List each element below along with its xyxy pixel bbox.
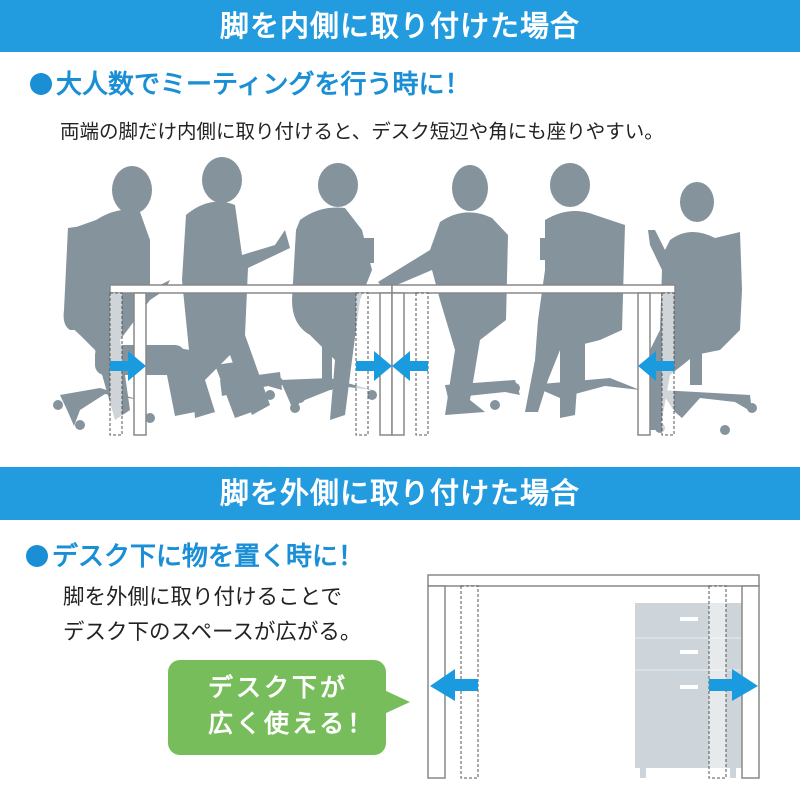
description-line: デスク下のスペースが広がる。 [63, 620, 362, 645]
meeting-illustration [0, 150, 800, 450]
arrow-right-icon [110, 351, 146, 381]
desk-cabinet-illustration [410, 560, 800, 800]
speech-bubble: デスク下が 広く使える！ [168, 660, 386, 755]
person-silhouette-icon [53, 166, 195, 430]
section-banner-inside: 脚を内側に取り付けた場合 [0, 0, 800, 52]
section-banner-outside: 脚を外側に取り付けた場合 [0, 467, 800, 520]
heading-meeting-text: 大人数でミーティングを行う時に！ [56, 70, 471, 100]
description-inside: 両端の脚だけ内側に取り付けると、デスク短辺や角にも座りやすい。 [60, 120, 664, 143]
bullet-dot-icon [30, 73, 52, 95]
arrow-left-icon [638, 351, 674, 381]
person-silhouette-icon [640, 182, 757, 435]
arrow-right-icon [356, 351, 392, 381]
heading-storage-text: デスク下に物を置く時に！ [52, 542, 365, 572]
arrow-right-icon [709, 669, 758, 701]
arrows [110, 351, 674, 381]
arrow-left-icon [392, 351, 428, 381]
desk-top [427, 574, 760, 587]
person-silhouette-icon [525, 163, 640, 418]
description-outside: 脚を外側に取り付けることで デスク下のスペースが広がる。 [63, 580, 361, 650]
bubble-line: 広く使える！ [208, 709, 376, 738]
description-line: 脚を外側に取り付けることで [63, 585, 342, 610]
bullet-dot-icon [26, 545, 48, 567]
speech-bubble-tail [384, 690, 410, 714]
person-silhouette-icon [378, 165, 520, 415]
heading-meeting: 大人数でミーティングを行う時に！ [30, 64, 470, 101]
bubble-line: デスク下が [208, 673, 349, 702]
heading-storage: デスク下に物を置く時に！ [26, 536, 364, 573]
arrow-left-icon [430, 669, 478, 701]
person-silhouette-icon [273, 163, 377, 420]
people-silhouettes-icon [53, 157, 757, 435]
